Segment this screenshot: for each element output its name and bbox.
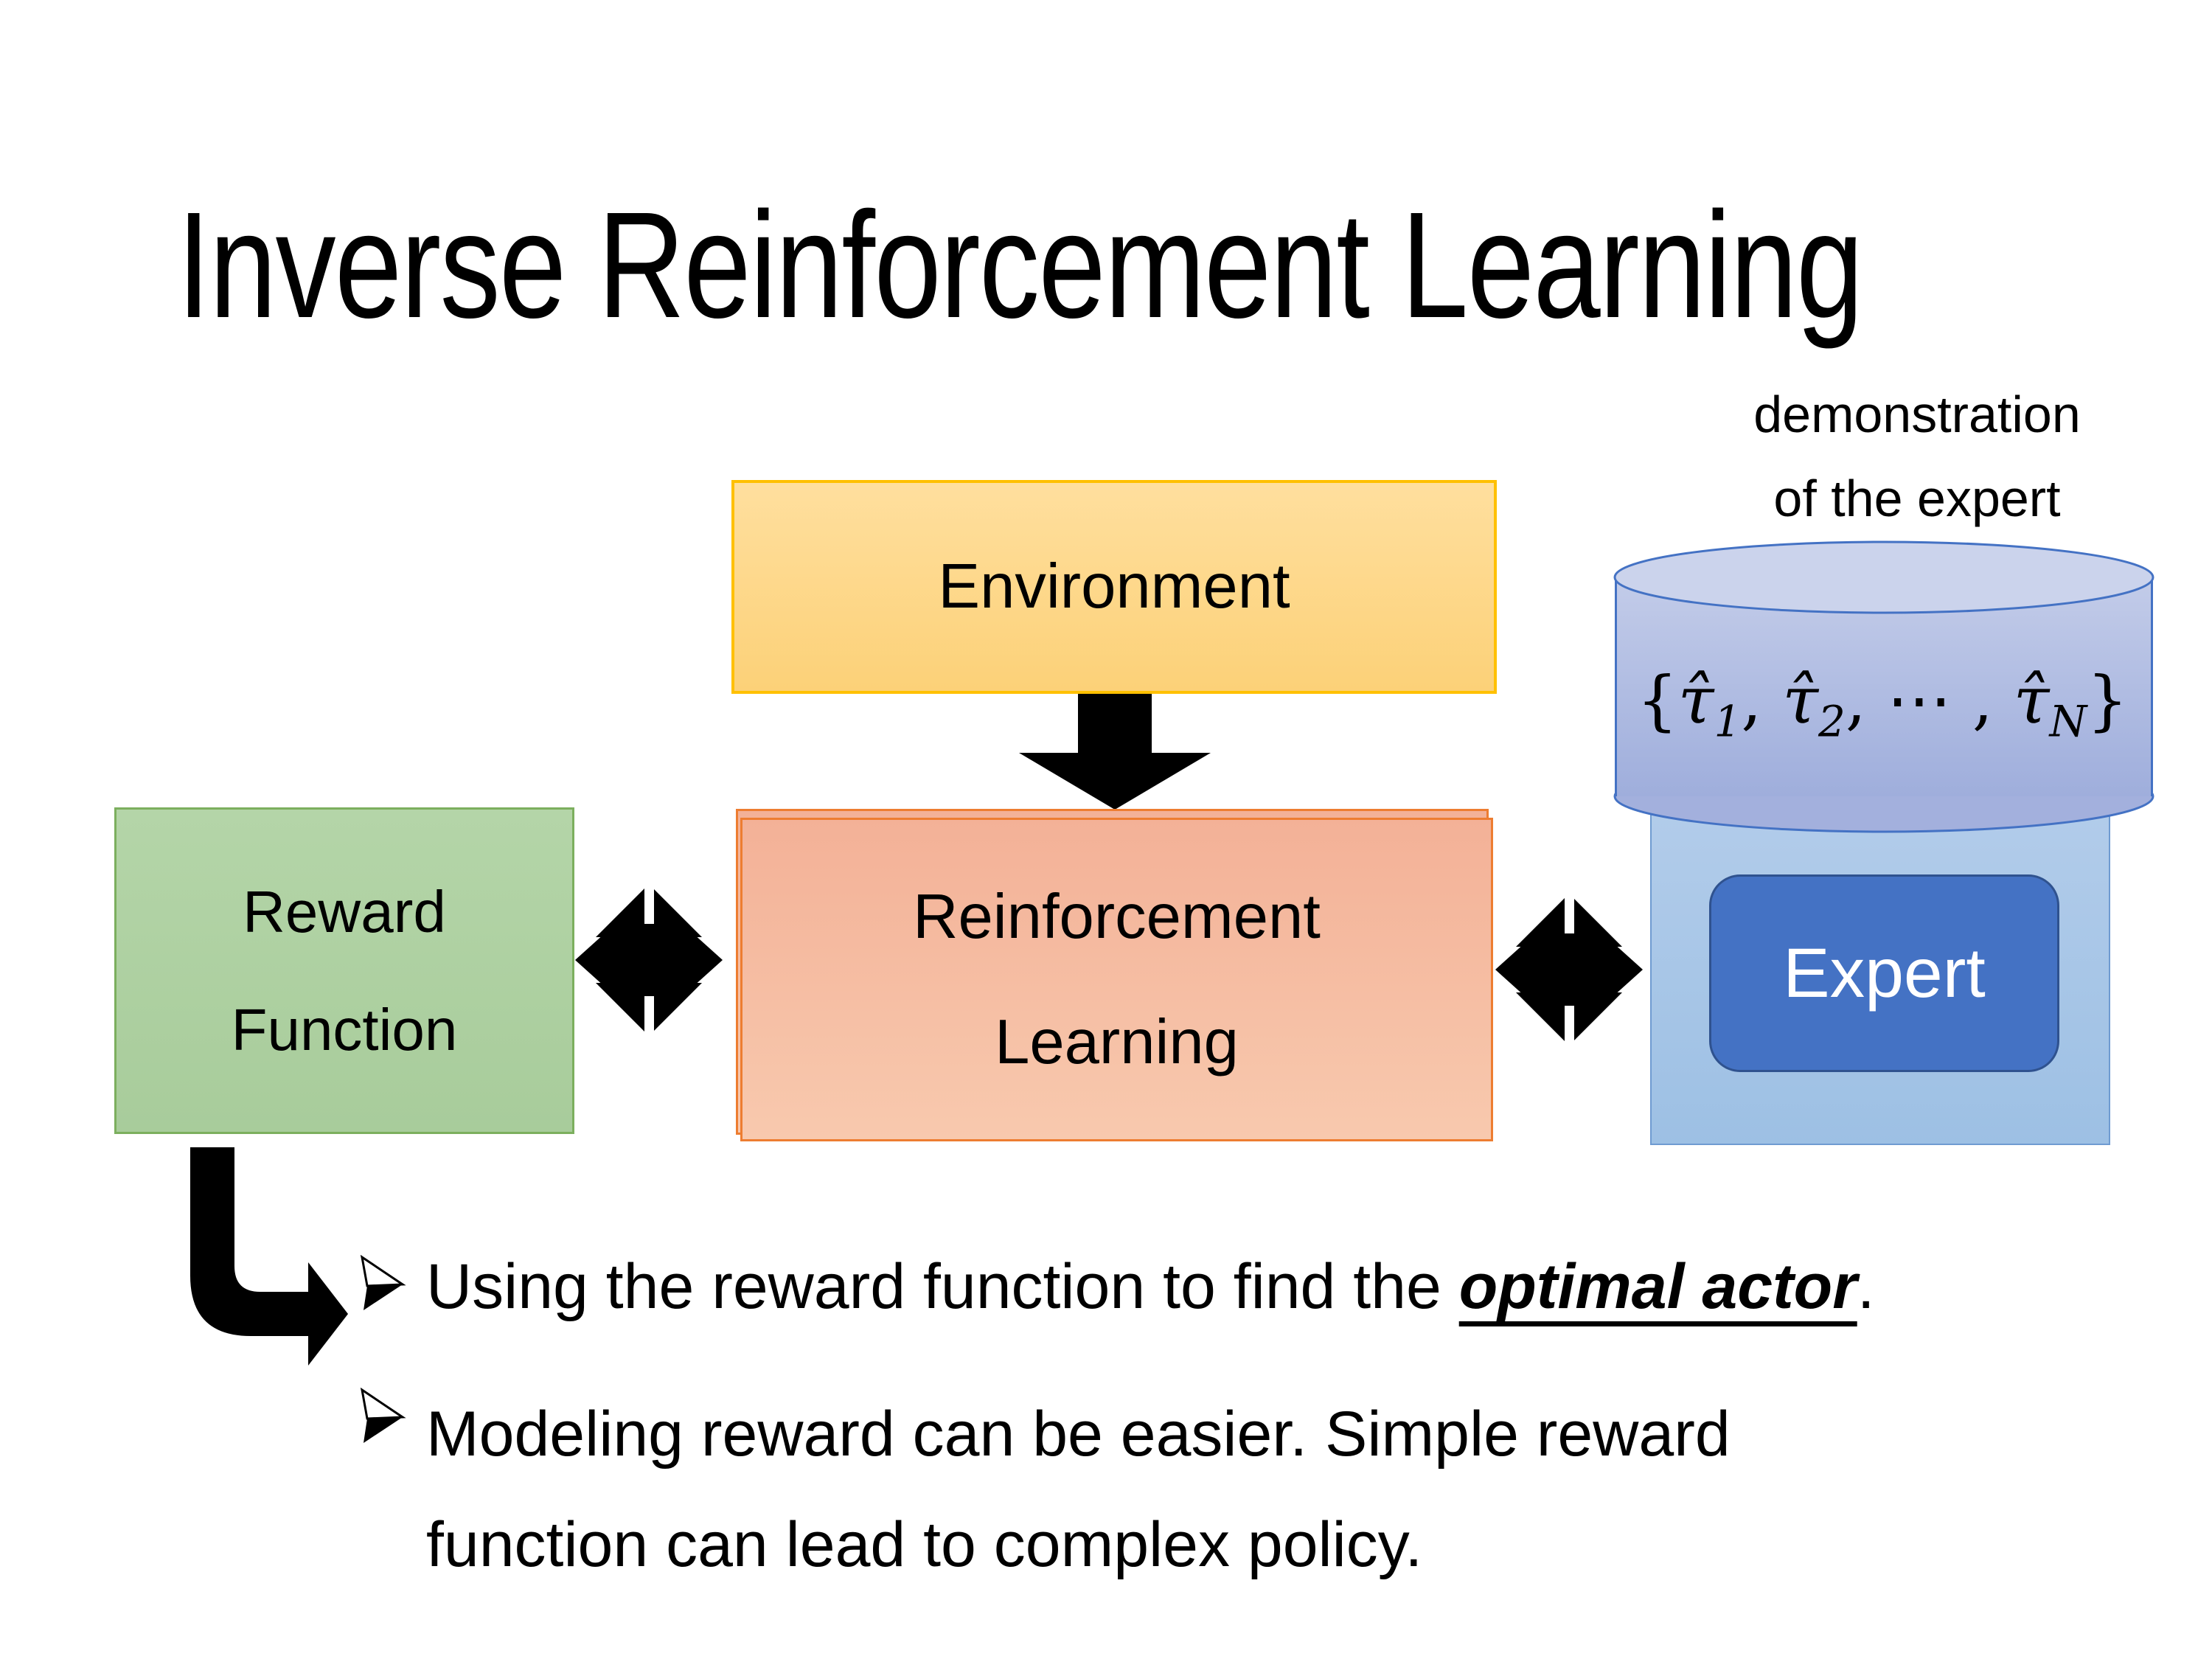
expert-label: Expert bbox=[1783, 933, 1986, 1012]
environment-label: Environment bbox=[938, 552, 1290, 622]
formula-tau-n: τ̂ bbox=[2013, 662, 2050, 738]
reinforcement-learning-line-2: Learning bbox=[995, 1006, 1239, 1077]
demonstration-database-cylinder bbox=[1613, 540, 2154, 833]
formula-tau-1: τ̂ bbox=[1677, 662, 1714, 738]
bullet-item-2: Modeling reward can be easier. Simple re… bbox=[426, 1379, 1731, 1600]
formula-sep-2: , ⋯ , bbox=[1845, 662, 2014, 738]
formula-sub-1: 1 bbox=[1714, 696, 1742, 747]
bullet-2-line-2: function can lead to complex policy. bbox=[426, 1509, 1423, 1580]
formula-lbrace: { bbox=[1636, 662, 1678, 738]
slide-title: Inverse Reinforcement Learning bbox=[177, 181, 1863, 349]
bullet-arrowhead-icon bbox=[360, 1255, 406, 1310]
caption-line-2: of the expert bbox=[1773, 470, 2061, 527]
cylinder-caption: demonstration of the expert bbox=[1659, 372, 2175, 540]
bullet-item-1: Using the reward function to find the op… bbox=[426, 1246, 1875, 1327]
formula-tau-2: τ̂ bbox=[1782, 662, 1818, 738]
bent-right-arrow-icon bbox=[190, 1147, 348, 1366]
caption-line-1: demonstration bbox=[1753, 386, 2081, 443]
environment-box: Environment bbox=[731, 480, 1497, 694]
expert-box: Expert bbox=[1709, 874, 2059, 1072]
bullet-1-tail: . bbox=[1857, 1251, 1875, 1322]
formula-sub-2: 2 bbox=[1818, 696, 1846, 747]
formula-rbrace: } bbox=[2087, 662, 2129, 738]
double-arrow-icon bbox=[575, 884, 723, 1036]
double-arrow-icon bbox=[1495, 894, 1643, 1046]
reinforcement-learning-line-1: Reinforcement bbox=[913, 881, 1321, 952]
bullet-2-line-1: Modeling reward can be easier. Simple re… bbox=[426, 1399, 1731, 1470]
reward-function-line-2: Function bbox=[231, 996, 458, 1062]
reinforcement-learning-box: Reinforcement Learning bbox=[740, 818, 1493, 1141]
formula-sep-1: , bbox=[1741, 662, 1783, 738]
reward-function-box: Reward Function bbox=[114, 807, 574, 1134]
bullet-1-emphasis: optimal actor bbox=[1458, 1251, 1857, 1322]
bullet-arrowhead-icon bbox=[360, 1388, 406, 1443]
trajectory-set-formula: {τ̂1, τ̂2, ⋯ , τ̂N} bbox=[1624, 662, 2140, 747]
bullet-1-lead: Using the reward function to find the bbox=[426, 1251, 1459, 1322]
down-arrow-icon bbox=[1019, 694, 1211, 810]
reward-function-line-1: Reward bbox=[243, 878, 446, 945]
formula-sub-n: N bbox=[2049, 696, 2087, 747]
